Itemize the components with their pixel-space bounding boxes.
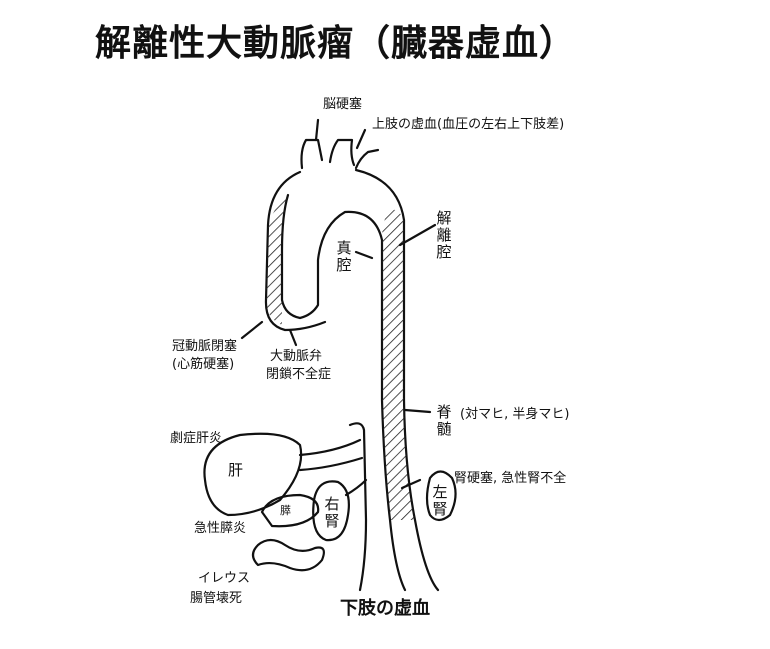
label-true-lumen: 真腔 (336, 239, 352, 274)
label-myocardial-infarction: (心筋硬塞) (172, 357, 235, 372)
label-necrosis: 腸管壊死 (190, 591, 243, 606)
label-lower-limb-ischemia: 下肢の虚血 (340, 598, 430, 619)
label-ileus: イレウス (198, 571, 251, 586)
label-left-kidney: 左腎 (432, 483, 448, 518)
label-renal: 腎硬塞, 急性腎不全 (454, 471, 567, 486)
label-coronary-occlusion: 冠動脈閉塞 (172, 339, 238, 354)
label-pancreas: 膵 (280, 504, 291, 517)
label-dissection-cavity: 解離腔 (436, 209, 452, 261)
label-brain-infarct: 脳硬塞 (323, 97, 363, 112)
label-spinal-cord: 脊髄 (436, 403, 452, 438)
label-upper-limb-ischemia: 上肢の虚血(血圧の左右上下肢差) (372, 117, 565, 132)
page-title: 解離性大動脈瘤（臓器虚血） (95, 23, 577, 64)
label-valve-insufficiency: 閉鎖不全症 (266, 367, 332, 382)
label-right-kidney: 右腎 (324, 495, 340, 530)
label-fulminant-hepatitis: 劇症肝炎 (170, 431, 223, 446)
label-paralysis: (対マヒ, 半身マヒ) (460, 407, 570, 422)
label-liver: 肝 (228, 461, 244, 479)
label-acute-pancreatitis: 急性膵炎 (194, 521, 247, 536)
label-aortic-valve: 大動脈弁 (270, 349, 323, 364)
